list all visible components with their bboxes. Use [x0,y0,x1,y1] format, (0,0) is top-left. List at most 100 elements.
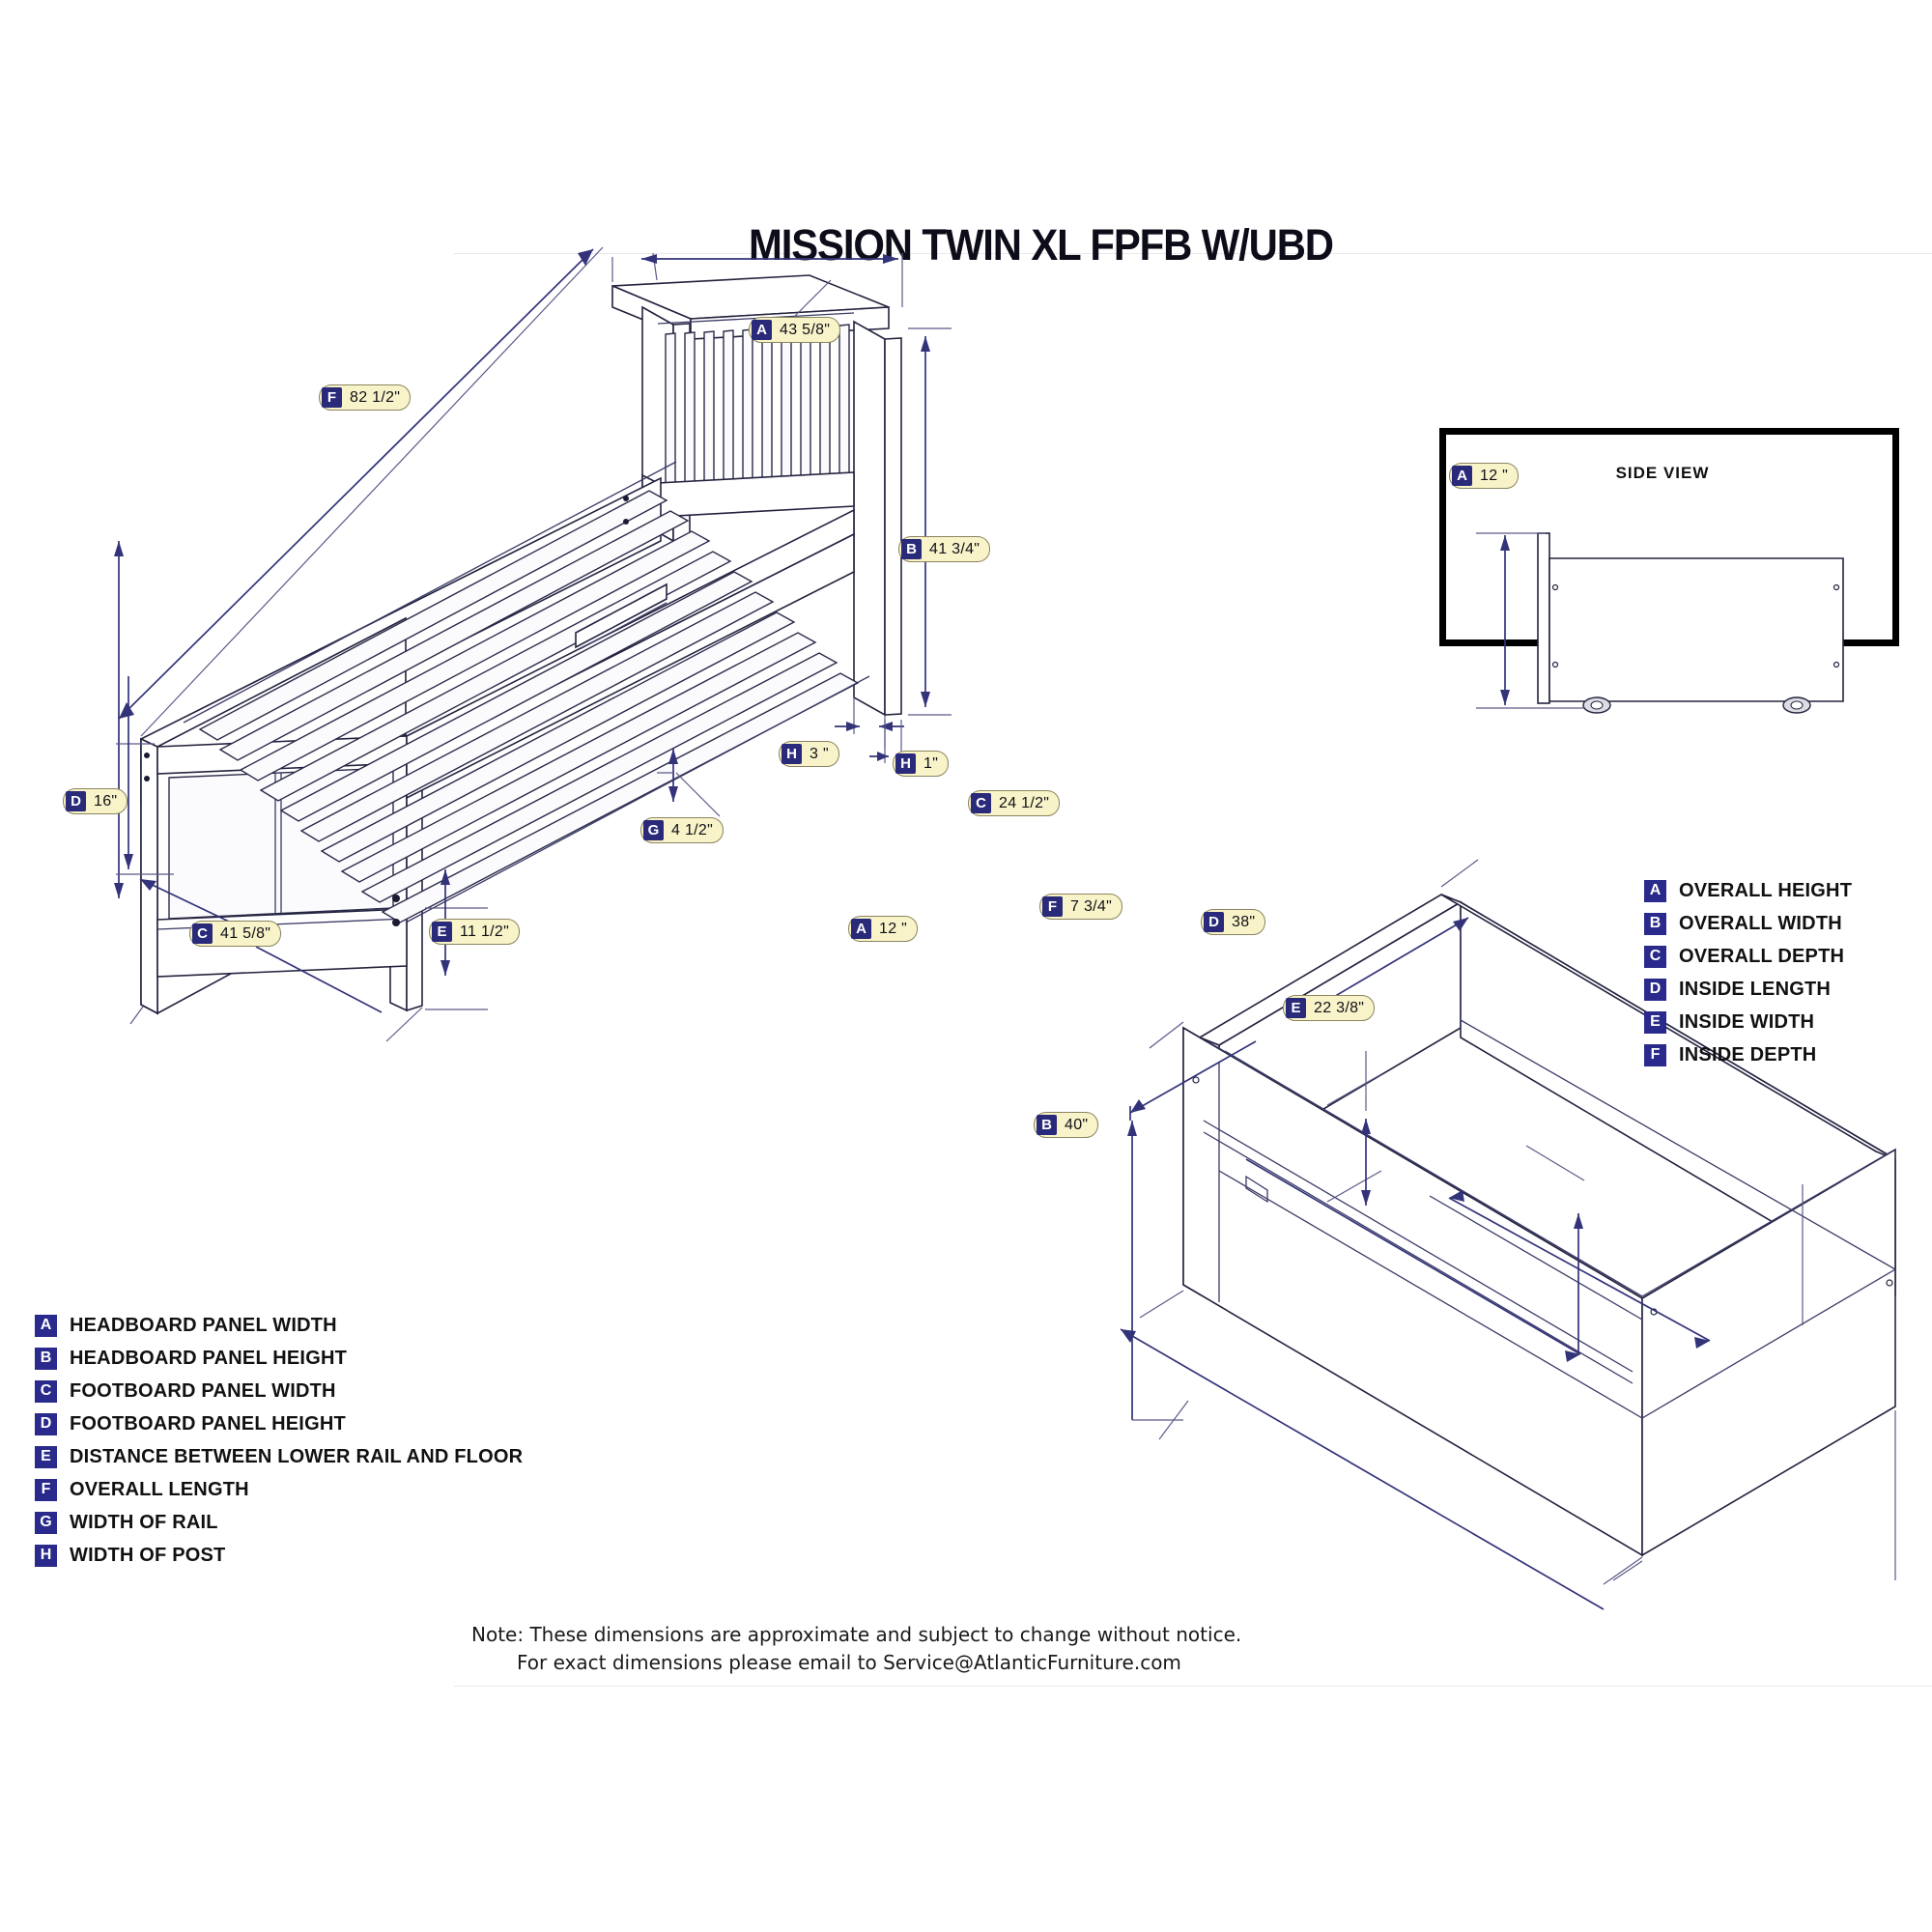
legend-item: C OVERALL DEPTH [1644,943,1852,970]
callout-letter: F [322,387,342,408]
legend-text: HEADBOARD PANEL WIDTH [70,1314,337,1336]
top-rule [454,253,1932,254]
callout-bed-H-post-1in[interactable]: H 1" [893,751,950,777]
bottom-rule [454,1686,1932,1687]
callout-value: 4 1/2" [671,821,714,838]
legend-item: H WIDTH OF POST [35,1542,523,1569]
callout-drawer-B[interactable]: B 40" [1034,1112,1099,1138]
callout-drawer-E[interactable]: E 22 3/8" [1283,995,1376,1021]
legend-item: B OVERALL WIDTH [1644,910,1852,937]
legend-letter: D [35,1412,57,1435]
legend-item: F INSIDE DEPTH [1644,1041,1852,1068]
legend-bed: A HEADBOARD PANEL WIDTH B HEADBOARD PANE… [35,1312,523,1575]
legend-text: OVERALL WIDTH [1679,912,1842,934]
legend-text: INSIDE LENGTH [1679,978,1832,1000]
callout-letter: B [1037,1115,1057,1135]
legend-item: A HEADBOARD PANEL WIDTH [35,1312,523,1339]
callout-letter: G [643,820,664,840]
legend-letter: E [35,1445,57,1468]
callout-letter: C [192,923,213,944]
legend-text: WIDTH OF RAIL [70,1511,218,1533]
legend-letter: A [35,1314,57,1337]
legend-item: G WIDTH OF RAIL [35,1509,523,1536]
legend-text: FOOTBOARD PANEL HEIGHT [70,1412,346,1435]
callout-value: 7 3/4" [1070,897,1113,915]
callout-letter: A [752,320,772,340]
legend-item: A OVERALL HEIGHT [1644,877,1852,904]
callout-letter: E [1286,998,1306,1018]
legend-letter: E [1644,1010,1666,1034]
callout-bed-F[interactable]: F 82 1/2" [319,384,412,411]
legend-letter: G [35,1511,57,1534]
callout-value: 82 1/2" [350,388,401,406]
callout-value: 43 5/8" [780,321,831,338]
legend-item: D FOOTBOARD PANEL HEIGHT [35,1410,523,1437]
callout-value: 12 " [1480,467,1509,484]
callout-bed-B[interactable]: B 41 3/4" [898,536,991,562]
callout-value: 41 5/8" [220,924,271,942]
callout-bed-C[interactable]: C 41 5/8" [189,921,282,947]
callout-bed-A[interactable]: A 43 5/8" [749,317,841,343]
callout-letter: H [781,744,802,764]
legend-text: OVERALL DEPTH [1679,945,1845,967]
callout-drawer-A[interactable]: A 12 " [848,916,919,942]
legend-letter: B [1644,912,1666,935]
callout-letter: A [1452,466,1472,486]
legend-letter: F [1644,1043,1666,1066]
callout-value: 3 " [810,745,829,762]
callout-value: 1" [923,754,939,772]
callout-letter: H [895,753,916,774]
callout-letter: D [66,791,86,811]
note-line-1: Note: These dimensions are approximate a… [471,1623,1242,1646]
legend-item: C FOOTBOARD PANEL WIDTH [35,1378,523,1405]
legend-text: DISTANCE BETWEEN LOWER RAIL AND FLOOR [70,1445,524,1467]
legend-item: B HEADBOARD PANEL HEIGHT [35,1345,523,1372]
legend-text: OVERALL LENGTH [70,1478,249,1500]
side-view-title: SIDE VIEW [1615,464,1710,482]
callout-drawer-D[interactable]: D 38" [1201,909,1266,935]
legend-item: E INSIDE WIDTH [1644,1009,1852,1036]
legend-text: FOOTBOARD PANEL WIDTH [70,1379,336,1402]
callout-value: 22 3/8" [1314,999,1365,1016]
callout-letter: D [1204,912,1224,932]
legend-letter: C [35,1379,57,1403]
legend-text: HEADBOARD PANEL HEIGHT [70,1347,348,1369]
callout-bed-H-post-3in[interactable]: H 3 " [779,741,839,767]
callout-value: 38" [1232,913,1256,930]
legend-letter: B [35,1347,57,1370]
callout-letter: C [971,793,991,813]
legend-text: OVERALL HEIGHT [1679,879,1853,901]
callout-letter: F [1042,896,1063,917]
legend-item: F OVERALL LENGTH [35,1476,523,1503]
legend-drawer: A OVERALL HEIGHT B OVERALL WIDTH C OVERA… [1644,877,1852,1074]
callout-value: 41 3/4" [929,540,980,557]
legend-letter: A [1644,879,1666,902]
callout-letter: B [901,539,922,559]
callout-drawer-F[interactable]: F 7 3/4" [1039,894,1123,920]
legend-text: INSIDE DEPTH [1679,1043,1817,1065]
legend-letter: D [1644,978,1666,1001]
legend-letter: C [1644,945,1666,968]
legend-letter: F [35,1478,57,1501]
callout-value: 40" [1065,1116,1089,1133]
page-title: MISSION TWIN XL FPFB W/UBD [749,220,1334,270]
callout-letter: E [432,922,452,942]
callout-value: 11 1/2" [460,923,510,940]
legend-item: E DISTANCE BETWEEN LOWER RAIL AND FLOOR [35,1443,523,1470]
callout-sideview-A[interactable]: A 12 " [1449,463,1520,489]
legend-text: INSIDE WIDTH [1679,1010,1815,1033]
callout-bed-E[interactable]: E 11 1/2" [429,919,521,945]
note-line-2: For exact dimensions please email to Ser… [517,1651,1181,1674]
legend-letter: H [35,1544,57,1567]
callout-bed-G[interactable]: G 4 1/2" [640,817,724,843]
callout-value: 16" [94,792,118,810]
legend-item: D INSIDE LENGTH [1644,976,1852,1003]
callout-letter: A [851,919,871,939]
callout-drawer-C[interactable]: C 24 1/2" [968,790,1061,816]
callout-value: 24 1/2" [999,794,1050,811]
callout-bed-D[interactable]: D 16" [63,788,128,814]
legend-text: WIDTH OF POST [70,1544,226,1566]
